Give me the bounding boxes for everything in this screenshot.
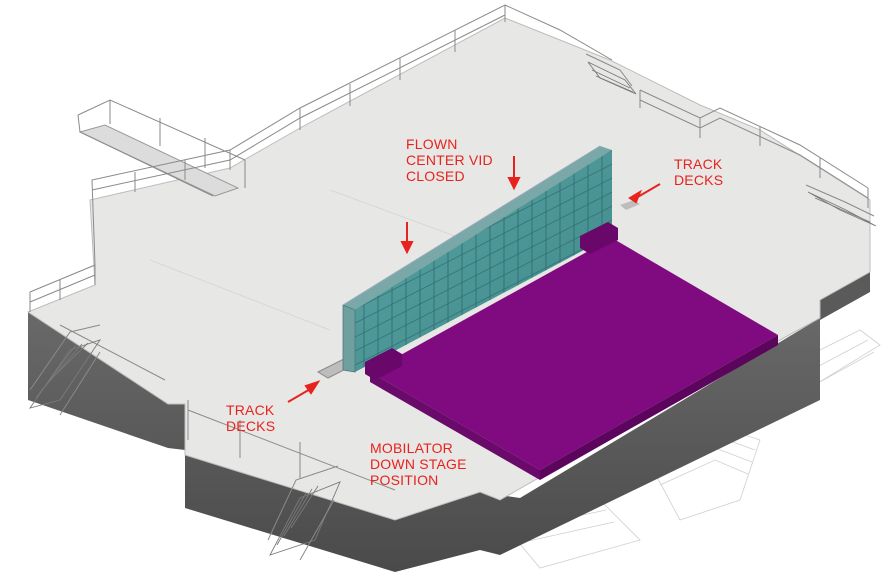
flown-line-1: FLOWN	[406, 136, 458, 152]
track-decks-right-line-1: TRACK	[674, 156, 723, 172]
flown-line-2: CENTER VID	[406, 152, 493, 168]
stairs-right	[805, 184, 877, 227]
center-video-wall	[342, 145, 612, 373]
track-decks-left-line-2: DECKS	[226, 418, 276, 434]
stairs-top-right	[585, 53, 637, 95]
mobilator-line-1: MOBILATOR	[370, 440, 453, 456]
ramp-upper-left	[77, 99, 246, 197]
track-decks-right-label: TRACK DECKS	[674, 156, 723, 188]
stage-side-faces	[28, 270, 870, 572]
stairs-front	[267, 465, 341, 561]
track-decks-right-line-2: DECKS	[674, 172, 724, 188]
mobilator-label: MOBILATOR DOWN STAGE POSITION	[370, 440, 467, 488]
track-decks-left-line-1: TRACK	[226, 402, 275, 418]
mobilator-line-3: POSITION	[370, 472, 439, 488]
track-decks-left-label: TRACK DECKS	[226, 402, 275, 434]
perimeter-railings	[29, 4, 869, 491]
flown-center-vid-label: FLOWN CENTER VID CLOSED	[406, 136, 493, 184]
flown-line-3: CLOSED	[406, 168, 465, 184]
stairs-left	[28, 324, 102, 416]
mobilator-platform	[365, 222, 778, 480]
annotation-arrows	[287, 156, 661, 403]
mobilator-line-2: DOWN STAGE	[370, 456, 467, 472]
